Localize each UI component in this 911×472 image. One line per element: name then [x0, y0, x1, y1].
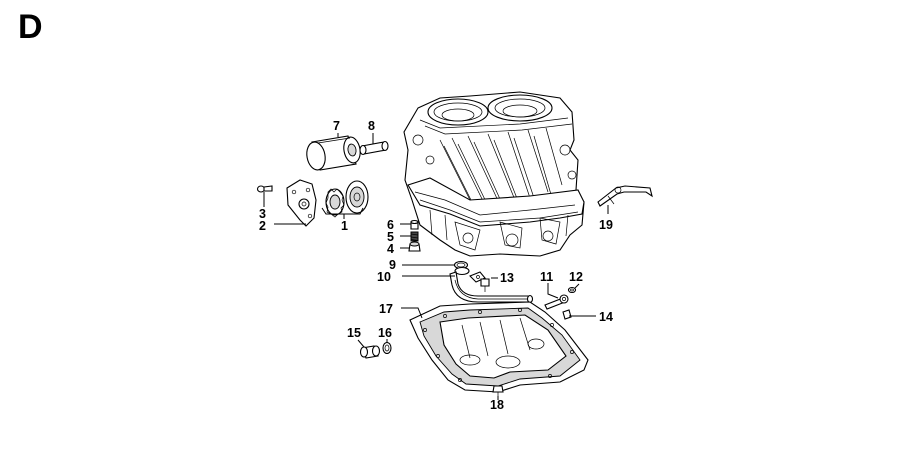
part-label-1: 1 — [341, 219, 348, 233]
pipe-bolt-illustration — [480, 278, 490, 292]
oil-pump-cover-illustration — [286, 179, 317, 227]
part-label-7: 7 — [333, 119, 340, 133]
part-label-16: 16 — [378, 326, 392, 340]
pan-bolt-illustration — [492, 385, 504, 396]
part-label-19: 19 — [599, 218, 613, 232]
oil-suction-pipe-illustration — [449, 266, 534, 304]
part-label-17: 17 — [379, 302, 393, 316]
part-label-11: 11 — [540, 270, 553, 284]
part-label-5: 5 — [387, 230, 394, 244]
dipstick-illustration — [597, 185, 653, 207]
part-label-6: 6 — [387, 218, 394, 232]
pipe-bolt-lower-illustration — [562, 309, 572, 320]
part-label-3: 3 — [259, 207, 266, 221]
part-label-18: 18 — [490, 398, 504, 412]
part-label-15: 15 — [347, 326, 361, 340]
oil-pan-illustration — [409, 301, 589, 393]
leader-lines — [263, 133, 609, 400]
engine-block-illustration — [403, 91, 585, 257]
washer-illustration — [567, 286, 577, 294]
part-label-12: 12 — [569, 270, 583, 284]
oil-filter-cartridge-illustration — [306, 135, 361, 171]
part-labels: 1 2 3 4 5 6 7 8 9 10 11 12 13 14 15 16 1… — [259, 119, 613, 412]
drain-plug-illustration — [359, 345, 381, 359]
oil-pump-rotor-illustration — [325, 180, 369, 218]
filter-nipple-illustration — [359, 140, 389, 156]
part-label-14: 14 — [599, 310, 613, 324]
part-label-2: 2 — [259, 219, 266, 233]
part-label-10: 10 — [377, 270, 391, 284]
part-label-4: 4 — [387, 242, 394, 256]
part-label-9: 9 — [389, 258, 396, 272]
part-label-8: 8 — [368, 119, 375, 133]
oil-return-pipe-illustration — [544, 294, 569, 310]
relief-valve-illustration — [408, 219, 421, 252]
section-letter: D — [18, 8, 43, 46]
drain-gasket-illustration — [382, 341, 392, 355]
cover-screw-illustration — [256, 185, 273, 193]
part-label-13: 13 — [500, 271, 514, 285]
